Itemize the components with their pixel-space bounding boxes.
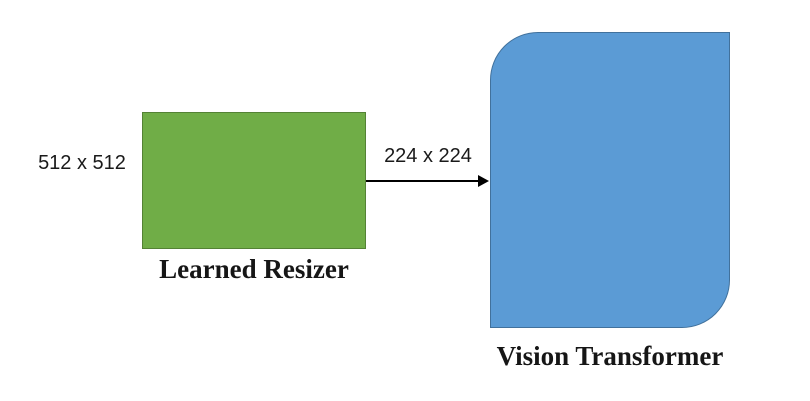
learned-resizer-caption: Learned Resizer	[159, 254, 349, 284]
vision-transformer-box	[490, 32, 730, 328]
input-size-label: 512 x 512	[38, 152, 126, 174]
arrow-size-label: 224 x 224	[384, 145, 472, 167]
vision-transformer-caption: Vision Transformer	[496, 341, 724, 371]
learned-resizer-box	[142, 112, 366, 249]
arrow-head-icon	[478, 175, 489, 187]
arrow-line	[366, 180, 480, 182]
